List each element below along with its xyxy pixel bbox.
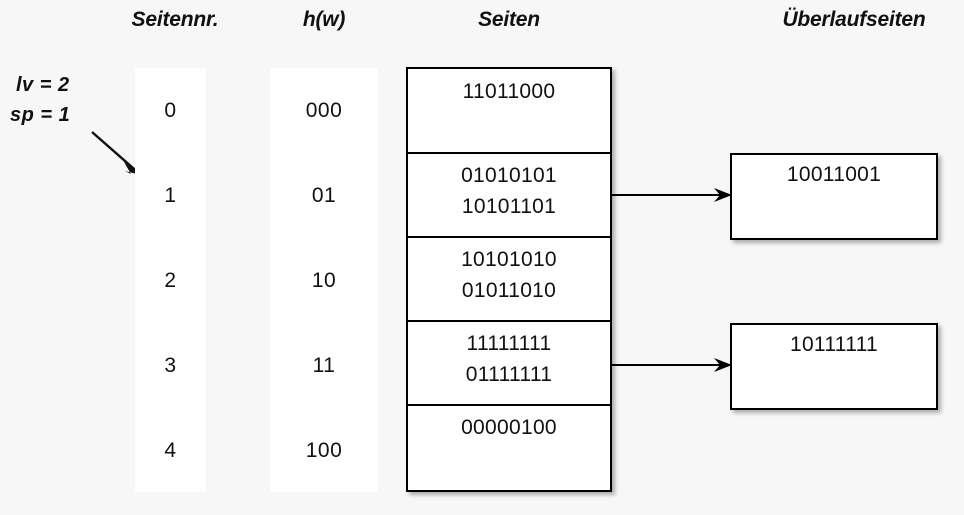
overflow-box: 10011001 [730, 153, 938, 240]
hash-value-cell: 100 [305, 438, 343, 462]
overflow-entry: 10111111 [789, 333, 879, 356]
page-number-cell: 0 [164, 98, 177, 122]
page-number-cell: 4 [164, 438, 177, 462]
page-number-cell: 2 [164, 268, 177, 292]
annotation-lv: lv = 2 [16, 74, 70, 96]
arrow-right-icon [612, 188, 732, 202]
page-entry: 01111111 [465, 363, 553, 386]
page-cell: 01010101 10101101 [408, 153, 610, 238]
page-entry: 01010101 [461, 164, 557, 187]
column-header-hw: h(w) [302, 8, 346, 31]
hash-value-cell: 10 [311, 268, 337, 292]
column-header-seitennr: Seitennr. [131, 8, 219, 31]
page-entry: 10101101 [461, 195, 557, 218]
column-seitennr: 0 1 2 3 4 [135, 68, 206, 492]
page-number-cell: 3 [164, 353, 177, 377]
arrow-right-icon [612, 358, 732, 372]
page-number-cell: 1 [164, 183, 177, 207]
hash-value-cell: 11 [312, 353, 336, 377]
hash-value-cell: 000 [305, 98, 343, 122]
hash-value-cell: 01 [311, 183, 337, 207]
overflow-entry: 10011001 [786, 163, 882, 186]
column-hash-values: 000 01 10 11 100 [270, 68, 378, 492]
page-cell: 11011000 [408, 69, 610, 154]
page-entry: 11111111 [466, 332, 552, 355]
pages-table: 11011000 01010101 10101101 10101010 0101… [406, 67, 612, 492]
page-entry: 01011010 [461, 279, 557, 302]
page-cell: 00000100 [408, 405, 610, 490]
page-entry: 10101010 [461, 248, 557, 271]
page-entry: 11011000 [462, 80, 556, 103]
column-header-seiten: Seiten [478, 8, 540, 31]
annotation-sp: sp = 1 [10, 104, 71, 126]
page-cell: 11111111 01111111 [408, 321, 610, 406]
page-entry: 00000100 [461, 416, 557, 439]
page-cell: 10101010 01011010 [408, 237, 610, 322]
column-header-ueberlaufseiten: Überlaufseiten [782, 8, 926, 31]
overflow-box: 10111111 [730, 323, 938, 410]
